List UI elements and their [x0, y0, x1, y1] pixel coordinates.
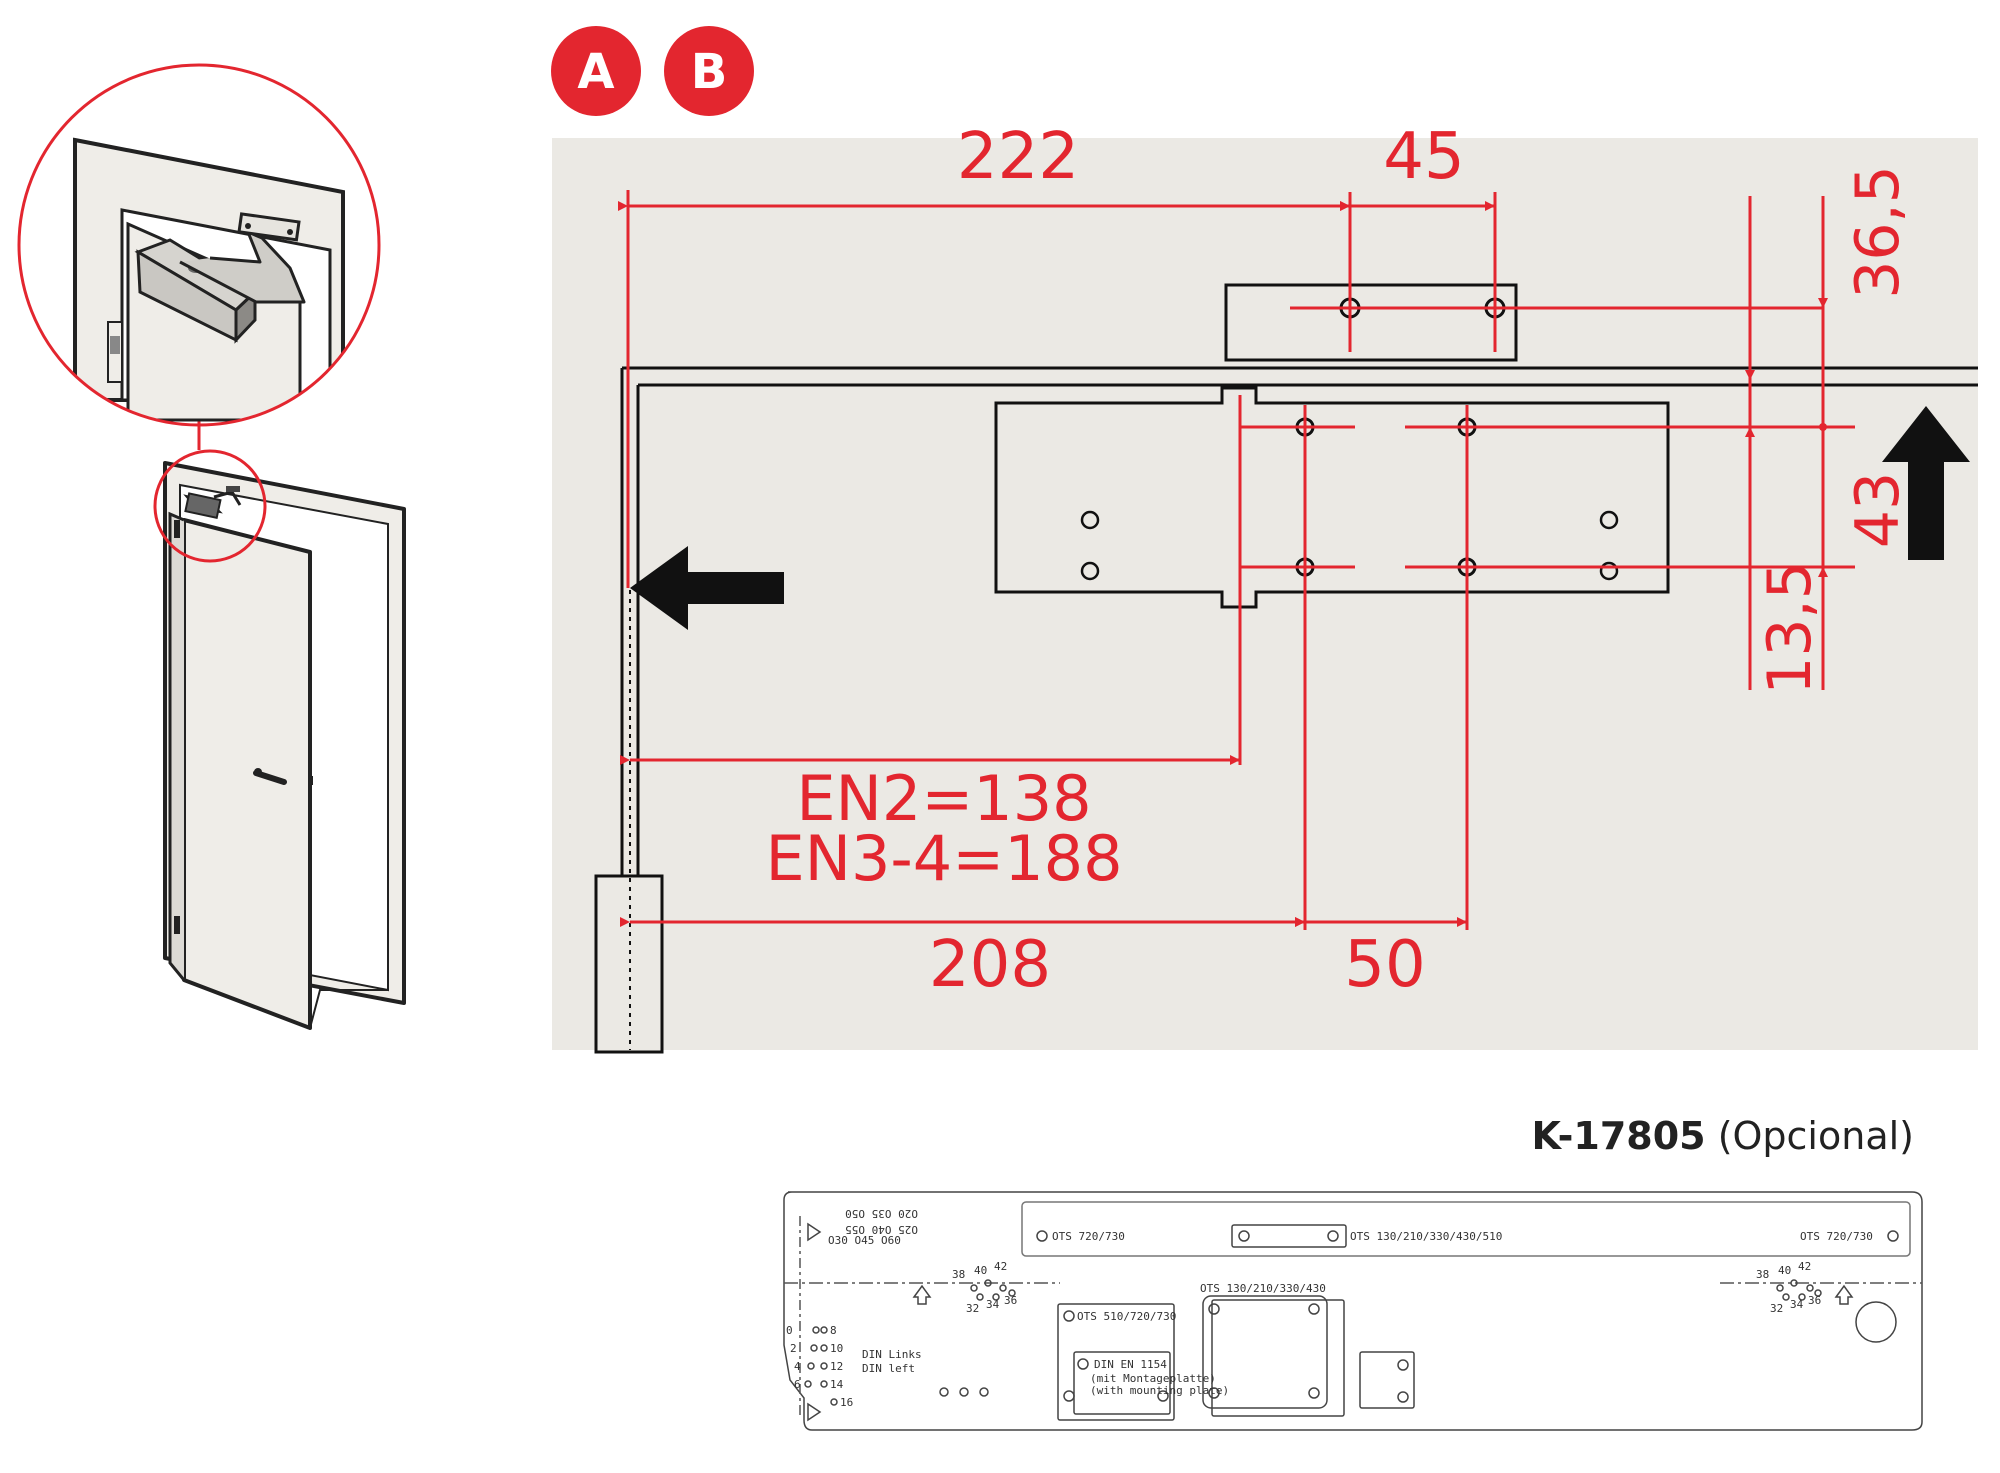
svg-text:DIN Links: DIN Links [862, 1348, 922, 1361]
dim-en2: EN2=138 [796, 762, 1091, 835]
svg-text:O30 O45 O60: O30 O45 O60 [828, 1234, 901, 1247]
svg-text:32: 32 [966, 1302, 979, 1315]
svg-text:O25 O40 O55: O25 O40 O55 [845, 1223, 918, 1236]
drilling-template [783, 1191, 1923, 1431]
dim-13-5: 13,5 [1755, 561, 1825, 695]
svg-text:40: 40 [1778, 1264, 1791, 1277]
svg-text:OTS 510/720/730: OTS 510/720/730 [1077, 1310, 1176, 1323]
door-closer-icon [134, 238, 258, 344]
svg-text:B: B [691, 44, 728, 100]
product-caption: K-17805 (Opcional) [1531, 1114, 1914, 1158]
product-code: K-17805 [1531, 1114, 1706, 1158]
svg-text:OTS 720/730: OTS 720/730 [1800, 1230, 1873, 1243]
svg-text:16: 16 [840, 1396, 853, 1409]
svg-text:10: 10 [830, 1342, 843, 1355]
svg-text:6: 6 [794, 1378, 801, 1391]
svg-text:40: 40 [974, 1264, 987, 1277]
svg-text:42: 42 [994, 1260, 1007, 1273]
svg-text:12: 12 [830, 1360, 843, 1373]
svg-text:38: 38 [1756, 1268, 1769, 1281]
svg-text:(mit Montageplatte): (mit Montageplatte) [1090, 1372, 1216, 1385]
svg-text:42: 42 [1798, 1260, 1811, 1273]
svg-text:34: 34 [1790, 1298, 1804, 1311]
dim-43: 43 [1843, 472, 1913, 548]
svg-text:OTS 130/210/330/430/510: OTS 130/210/330/430/510 [1350, 1230, 1502, 1243]
door-illustration [17, 63, 406, 1030]
door-closer-detail [17, 63, 381, 427]
arm-shoe-plate [1224, 283, 1518, 362]
dimension-drawing: 222 45 36,5 43 13,5 EN2=138 EN3-4=188 20… [552, 120, 1978, 1054]
svg-text:DIN left: DIN left [862, 1362, 915, 1375]
dim-50: 50 [1344, 928, 1425, 1002]
svg-text:4: 4 [794, 1360, 801, 1373]
svg-text:OTS 720/730: OTS 720/730 [1052, 1230, 1125, 1243]
product-note: (Opcional) [1717, 1114, 1914, 1158]
dim-45: 45 [1383, 120, 1464, 194]
dim-222: 222 [957, 120, 1079, 194]
badge-a: A [551, 26, 641, 116]
door-closer-small-icon [183, 486, 242, 519]
svg-text:DIN EN 1154: DIN EN 1154 [1094, 1358, 1167, 1371]
svg-text:(with mounting plate): (with mounting plate) [1090, 1384, 1229, 1397]
svg-text:34: 34 [986, 1298, 1000, 1311]
arrow-up-icon [1882, 406, 1970, 560]
dim-208: 208 [929, 928, 1051, 1002]
dim-36-5: 36,5 [1843, 165, 1913, 299]
svg-text:14: 14 [830, 1378, 844, 1391]
svg-text:32: 32 [1770, 1302, 1783, 1315]
template-labels: OTS 720/730 OTS 130/210/330/430/510 OTS … [786, 1207, 1873, 1409]
svg-text:38: 38 [952, 1268, 965, 1281]
svg-text:0: 0 [786, 1324, 793, 1337]
closer-body-outline [994, 386, 1670, 609]
svg-text:A: A [577, 44, 614, 100]
badge-b: B [664, 26, 754, 116]
svg-text:OTS 130/210/330/430: OTS 130/210/330/430 [1200, 1282, 1326, 1295]
svg-text:8: 8 [830, 1324, 837, 1337]
svg-text:36: 36 [1808, 1294, 1821, 1307]
dim-en3-4: EN3-4=188 [765, 822, 1122, 895]
svg-text:O20 O35 O50: O20 O35 O50 [845, 1207, 918, 1220]
svg-text:36: 36 [1004, 1294, 1017, 1307]
detail-marker-circle [153, 449, 267, 563]
arrow-left-icon [630, 546, 784, 630]
svg-text:2: 2 [790, 1342, 797, 1355]
